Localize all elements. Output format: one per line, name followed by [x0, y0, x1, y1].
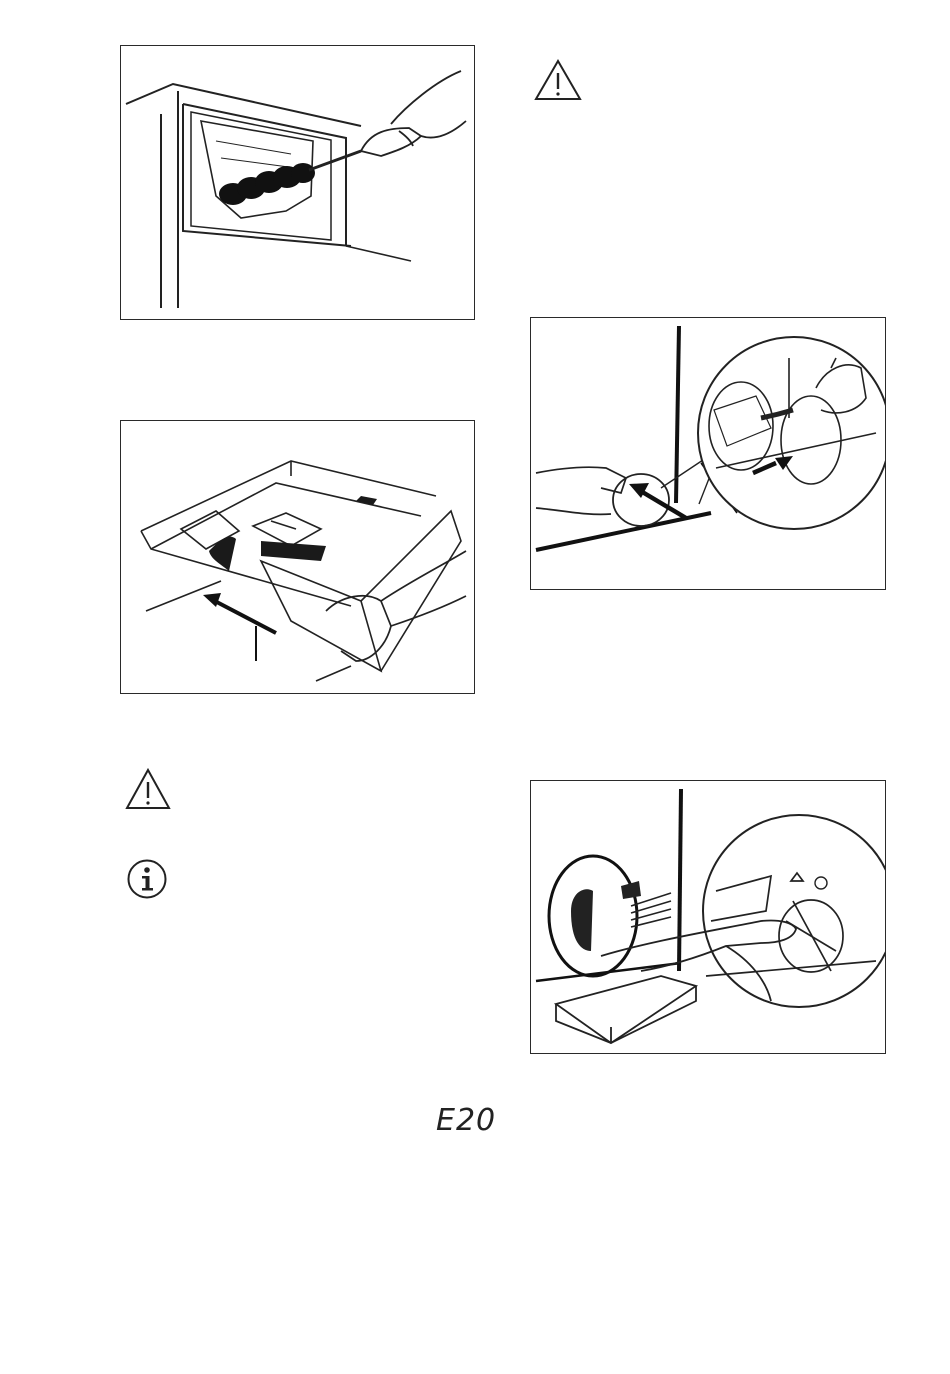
pump-flap-figure: [530, 317, 886, 590]
pump-flap-illustration: [531, 318, 886, 590]
info-icon: [126, 858, 168, 900]
warning-icon: [124, 767, 172, 811]
brush-cleaning-illustration: [121, 46, 475, 320]
dispenser-insert-figure: [120, 420, 475, 694]
pump-filter-figure: [530, 780, 886, 1054]
brush-cleaning-figure: [120, 45, 475, 320]
warning-icon: [533, 58, 583, 102]
dispenser-insert-illustration: [121, 421, 475, 694]
pump-filter-illustration: [531, 781, 886, 1054]
error-code-display: E20: [436, 1103, 496, 1138]
